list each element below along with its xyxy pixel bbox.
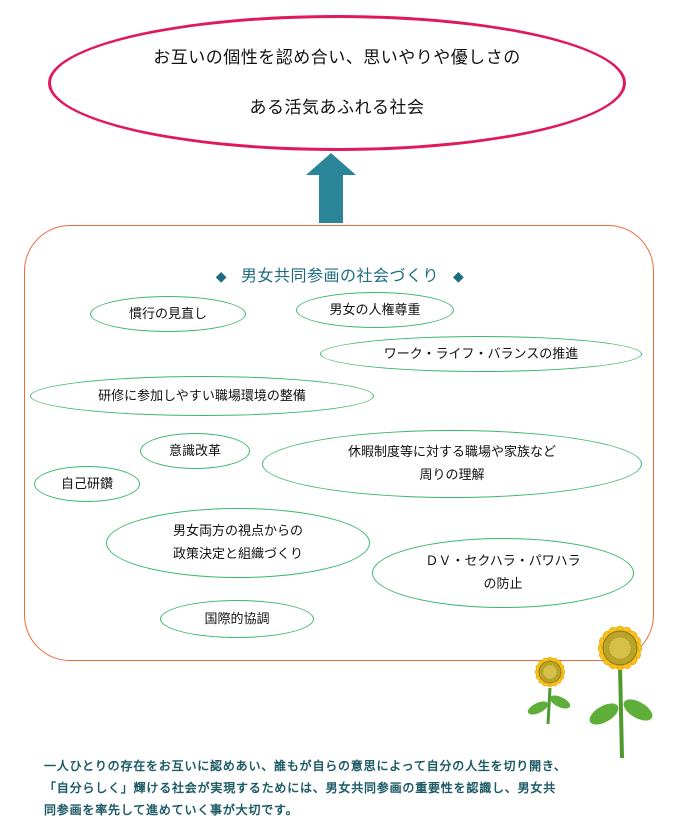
oval-kyuka: 休暇制度等に対する職場や家族など 周りの理解 xyxy=(262,430,642,498)
oval-kyuka-text-line2: 周りの理解 xyxy=(419,468,485,483)
oval-kyuka-text-line1: 休暇制度等に対する職場や家族など xyxy=(347,445,556,460)
oval-kenshu: 研修に参加しやすい職場環境の整備 xyxy=(30,376,374,416)
footer-message: 一人ひとりの存在をお互いに認めあい、誰もが自らの意思によって自分の人生を切り開き… xyxy=(44,755,644,821)
oval-dv-text-line2: の防止 xyxy=(483,577,523,592)
sunflower-icon xyxy=(527,625,653,758)
goal-text-line2: ある活気あふれる社会 xyxy=(249,98,425,118)
up-arrow-icon xyxy=(306,153,356,223)
oval-kankou-text: 慣行の見直し xyxy=(128,306,207,322)
goal-text-line1: お互いの個性を認め合い、思いやりや優しさの xyxy=(153,48,521,68)
oval-dv: ＤＶ・セクハラ・パワハラ の防止 xyxy=(372,538,634,608)
diamond-bullet-icon: ◆ xyxy=(453,269,465,285)
oval-kokusai-text: 国際的協調 xyxy=(204,611,270,627)
diamond-bullet-icon: ◆ xyxy=(215,269,227,285)
oval-jiko: 自己研鑽 xyxy=(34,466,140,502)
oval-jinken-text: 男女の人権尊重 xyxy=(329,302,421,318)
oval-ishiki: 意識改革 xyxy=(140,433,250,469)
oval-kankou: 慣行の見直し xyxy=(90,296,246,332)
oval-ishiki-text: 意識改革 xyxy=(168,443,221,459)
oval-kokusai: 国際的協調 xyxy=(160,600,314,638)
footer-line1: 一人ひとりの存在をお互いに認めあい、誰もが自らの意思によって自分の人生を切り開き… xyxy=(44,759,567,773)
oval-shiten: 男女両方の視点からの 政策決定と組織づくり xyxy=(106,508,370,578)
panel-title: ◆ 男女共同参画の社会づくり ◆ xyxy=(0,262,680,286)
oval-jiko-text: 自己研鑽 xyxy=(60,476,113,492)
oval-jinken: 男女の人権尊重 xyxy=(296,292,454,328)
oval-wlb-text: ワーク・ライフ・バランスの推進 xyxy=(383,346,579,362)
oval-shiten-text-line1: 男女両方の視点からの xyxy=(172,524,303,539)
footer-line3: 同参画を率先して進めていく事が大切です。 xyxy=(44,803,299,817)
oval-dv-text-line1: ＤＶ・セクハラ・パワハラ xyxy=(425,554,581,569)
footer-line2: 「自分らしく」輝ける社会が実現するためには、男女共同参画の重要性を認識し、男女共 xyxy=(44,781,557,795)
oval-shiten-text-line2: 政策決定と組織づくり xyxy=(172,547,303,562)
oval-wlb: ワーク・ライフ・バランスの推進 xyxy=(320,336,642,372)
goal-ellipse: お互いの個性を認め合い、思いやりや優しさの ある活気あふれる社会 xyxy=(48,15,626,151)
panel-title-text: 男女共同参画の社会づくり xyxy=(240,266,439,285)
oval-kenshu-text: 研修に参加しやすい職場環境の整備 xyxy=(98,388,306,404)
